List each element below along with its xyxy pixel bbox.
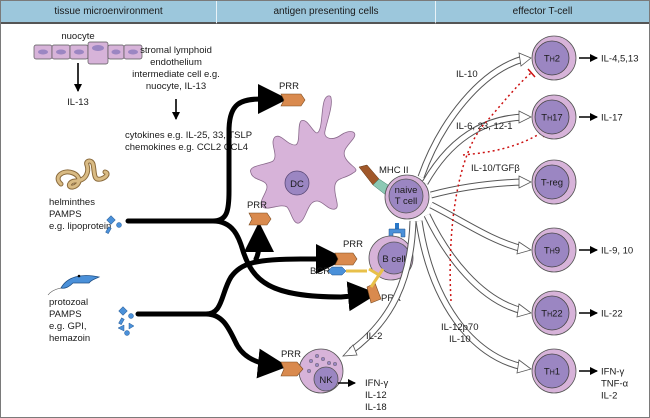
dendritic-cell bbox=[250, 95, 357, 224]
helminth-line-1: helminthes bbox=[49, 197, 95, 208]
protozoa-line-4: hemazoin bbox=[49, 333, 90, 344]
stromal-line-2: endothelium bbox=[150, 57, 202, 68]
nuocyte-output-label: IL-13 bbox=[67, 97, 89, 108]
bcr-receptor bbox=[327, 266, 385, 288]
protozoa-icon bbox=[47, 274, 101, 296]
stromal-line-3: intermediate cell e.g. bbox=[132, 69, 220, 80]
effector-pathways bbox=[415, 52, 532, 374]
dc-prr-upper-label: PRR bbox=[279, 81, 299, 92]
helminth-pamps-icon bbox=[105, 215, 122, 234]
mhc-ii-label: MHC II bbox=[379, 165, 409, 176]
helminth-line-3: e.g. lipoprotein bbox=[49, 221, 111, 232]
nk-output-2: IL-12 bbox=[365, 390, 387, 401]
nk-output-3: IL-18 bbox=[365, 402, 387, 413]
helminth-line-2: PAMPS bbox=[49, 209, 82, 220]
chemokines-label: chemokines e.g. CCL2 CCL4 bbox=[125, 142, 248, 153]
pamp-pathways bbox=[125, 84, 378, 379]
protozoa-pamps-icon bbox=[117, 306, 135, 336]
inhibition-to-th17 bbox=[462, 132, 542, 156]
header-antigen-presenting-cells: antigen presenting cells bbox=[217, 1, 436, 24]
effector-label-th2: TH2 bbox=[544, 54, 560, 65]
pathway-label-il6-23-12: IL-6, 23, 12-1 bbox=[456, 121, 513, 132]
effector-cell-th17: TH17 bbox=[531, 94, 577, 140]
pathway-to-th22 bbox=[423, 213, 532, 318]
effector-output-th1-1: TNF-α bbox=[601, 379, 629, 390]
effector-output-th1-0: IFN-γ bbox=[601, 367, 624, 378]
nk-output-1: IFN-γ bbox=[365, 378, 388, 389]
pathway-label-il10-th1: IL-10 bbox=[449, 334, 471, 345]
il2-label: IL-2 bbox=[366, 331, 382, 342]
inhibition-bar-th2 bbox=[527, 68, 536, 78]
pathway-protozoa-to-nk-prr bbox=[203, 311, 288, 379]
pathway-to-th2 bbox=[417, 52, 532, 179]
naive-t-cell-line-2: T cell bbox=[395, 196, 418, 207]
bcr-label: BCR bbox=[310, 266, 330, 277]
effector-cell-th1: TH1 bbox=[531, 348, 577, 394]
protozoa-line-1: protozoal bbox=[49, 297, 88, 308]
effector-output-th22-0: IL-22 bbox=[601, 309, 623, 320]
naive-t-cell bbox=[384, 174, 430, 220]
effector-label-th17: TH17 bbox=[541, 113, 562, 124]
pathway-to-th1 bbox=[415, 220, 532, 374]
effector-output-th9-0: IL-9, 10 bbox=[601, 246, 633, 257]
nuocyte-epithelium bbox=[33, 41, 143, 65]
protozoa-line-3: e.g. GPI, bbox=[49, 321, 87, 332]
bcell-prr-left-label: PRR bbox=[343, 239, 363, 250]
header-effector-t-cell: effector T-cell bbox=[436, 1, 649, 24]
cytokines-label: cytokines e.g. IL-25, 33, TSLP bbox=[125, 130, 252, 141]
nk-cell bbox=[298, 348, 344, 394]
effector-output-th2-0: IL-4,5,13 bbox=[601, 54, 639, 65]
effector-cell-th22: TH22 bbox=[531, 290, 577, 336]
nuocyte-label: nuocyte bbox=[61, 31, 94, 42]
pathway-to-th9 bbox=[429, 201, 532, 255]
stromal-line-4: nuocyte, IL-13 bbox=[146, 81, 206, 92]
inhibition-lines bbox=[449, 72, 542, 302]
effector-label-th9: TH9 bbox=[544, 246, 560, 257]
dc-prr-upper bbox=[280, 93, 306, 107]
effector-output-th1-2: IL-2 bbox=[601, 391, 617, 402]
pathway-helminth-to-dc-prr bbox=[125, 84, 288, 224]
pathway-label-il10-tgfb: IL-10/TGFβ bbox=[471, 163, 520, 174]
helminth-icon bbox=[55, 158, 110, 190]
bcell-prr-left bbox=[334, 252, 358, 266]
effector-output-th17-0: IL-17 bbox=[601, 113, 623, 124]
naive-t-cell-line-1: naive bbox=[395, 185, 418, 196]
protozoa-line-2: PAMPS bbox=[49, 309, 82, 320]
pathway-protozoa-to-dc-prr bbox=[243, 222, 274, 262]
dc-label: DC bbox=[290, 179, 304, 190]
pathway-to-th17 bbox=[421, 110, 532, 185]
effector-cell-th9: TH9 bbox=[531, 227, 577, 273]
pathway-label-il10: IL-10 bbox=[456, 69, 478, 80]
il2-arrow bbox=[342, 220, 417, 357]
effector-cell-th2: TH2 bbox=[531, 35, 577, 81]
effector-label-th1: TH1 bbox=[544, 367, 560, 378]
pathway-protozoa-to-bcell-prr bbox=[135, 244, 346, 317]
b-cell bbox=[368, 235, 414, 281]
effector-cell-t-reg: T-reg bbox=[531, 159, 577, 205]
bcell-prr-lower bbox=[366, 282, 382, 304]
dc-prr-lower bbox=[248, 212, 272, 226]
effector-label-t-reg: T-reg bbox=[541, 178, 563, 189]
effector-label-th22: TH22 bbox=[541, 309, 562, 320]
pathway-label-il12p70: IL-12p70 bbox=[441, 322, 479, 333]
dc-prr-lower-label: PRR bbox=[247, 200, 267, 211]
stromal-line-1: stromal lymphoid bbox=[140, 45, 212, 56]
pathway-helminth-to-bcell-prr bbox=[210, 218, 378, 312]
bcell-prr-lower-label: PRR bbox=[381, 293, 401, 304]
pathway-to-treg bbox=[430, 175, 532, 199]
nk-label: NK bbox=[319, 375, 333, 386]
b-cell-label: B cell bbox=[382, 254, 405, 265]
nk-prr-label: PRR bbox=[281, 349, 301, 360]
nk-prr bbox=[280, 361, 304, 377]
